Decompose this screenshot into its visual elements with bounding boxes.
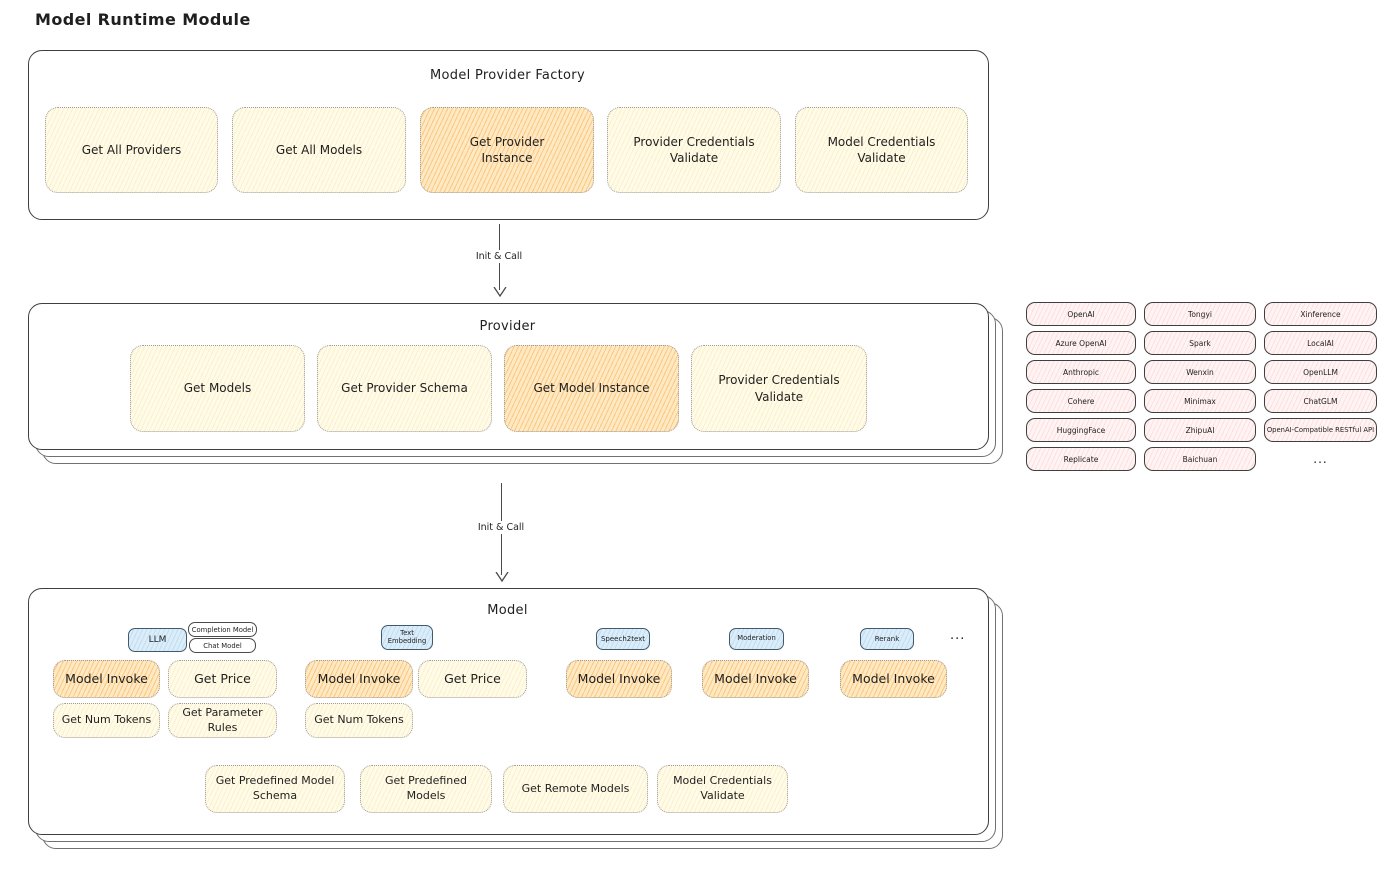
provider-box-get-models: Get Models <box>130 345 305 432</box>
provider-item-replicate: Replicate <box>1026 447 1136 471</box>
provider-item-spark: Spark <box>1144 331 1256 355</box>
provider-item-cohere: Cohere <box>1026 389 1136 413</box>
arrow-down-icon <box>493 287 507 297</box>
factory-box-model-credentials-validate: Model Credentials Validate <box>795 107 968 193</box>
factory-box-provider-credentials-validate: Provider Credentials Validate <box>607 107 781 193</box>
model-credentials-validate: Model Credentials Validate <box>657 765 788 813</box>
factory-box-get-all-models: Get All Models <box>232 107 406 193</box>
provider-item-azure-openai: Azure OpenAI <box>1026 331 1136 355</box>
provider-item-localai: LocalAI <box>1264 331 1377 355</box>
factory-title: Model Provider Factory <box>430 68 585 83</box>
moderation-model-invoke: Model Invoke <box>702 660 809 698</box>
speech2text-model-invoke: Model Invoke <box>566 660 672 698</box>
model-tags-ellipsis: ... <box>950 628 966 643</box>
provider-item-minimax: Minimax <box>1144 389 1256 413</box>
factory-box-get-all-providers: Get All Providers <box>45 107 218 193</box>
provider-item-openai: OpenAI <box>1026 302 1136 326</box>
provider-item-wenxin: Wenxin <box>1144 360 1256 384</box>
arrow-down-icon <box>495 572 509 582</box>
provider-item-xinference: Xinference <box>1264 302 1377 326</box>
provider-item-baichuan: Baichuan <box>1144 447 1256 471</box>
provider-item-zhipuai: ZhipuAI <box>1144 418 1256 442</box>
arrow1-label: Init & Call <box>470 250 528 263</box>
arrow2-label: Init & Call <box>472 521 530 534</box>
factory-box-get-provider-instance: Get Provider Instance <box>420 107 594 193</box>
providers-grid: OpenAI Tongyi Xinference Azure OpenAI Sp… <box>1026 302 1377 471</box>
tag-rerank: Rerank <box>860 628 914 650</box>
provider-item-openai-compatible-restful-api: OpenAI-Compatible RESTful API <box>1264 418 1377 442</box>
provider-item-tongyi: Tongyi <box>1144 302 1256 326</box>
tag-llm: LLM <box>128 628 187 652</box>
model-get-predefined-models: Get Predefined Models <box>360 765 492 813</box>
embedding-get-price: Get Price <box>418 660 527 698</box>
provider-item-openllm: OpenLLM <box>1264 360 1377 384</box>
provider-item-anthropic: Anthropic <box>1026 360 1136 384</box>
diagram-title: Model Runtime Module <box>35 10 251 29</box>
provider-item-huggingface: HuggingFace <box>1026 418 1136 442</box>
provider-box-get-provider-schema: Get Provider Schema <box>317 345 492 432</box>
provider-box-provider-credentials-validate: Provider Credentials Validate <box>691 345 867 432</box>
model-get-predefined-model-schema: Get Predefined Model Schema <box>205 765 345 813</box>
rerank-model-invoke: Model Invoke <box>840 660 947 698</box>
llm-get-price: Get Price <box>168 660 277 698</box>
llm-get-num-tokens: Get Num Tokens <box>53 703 160 738</box>
provider-box-get-model-instance: Get Model Instance <box>504 345 679 432</box>
tag-chat-model: Chat Model <box>189 638 256 653</box>
llm-model-invoke: Model Invoke <box>53 660 160 698</box>
embedding-model-invoke: Model Invoke <box>305 660 413 698</box>
tag-completion-model: Completion Model <box>188 622 257 637</box>
model-title: Model <box>487 603 528 618</box>
tag-speech2text: Speech2text <box>596 628 650 650</box>
model-get-remote-models: Get Remote Models <box>503 765 648 813</box>
embedding-get-num-tokens: Get Num Tokens <box>305 703 413 738</box>
tag-moderation: Moderation <box>729 628 784 650</box>
provider-title: Provider <box>479 319 536 334</box>
providers-grid-ellipsis: ... <box>1313 452 1328 466</box>
tag-text-embedding: Text Embedding <box>381 625 433 650</box>
provider-item-chatglm: ChatGLM <box>1264 389 1377 413</box>
llm-get-parameter-rules: Get Parameter Rules <box>168 703 277 738</box>
